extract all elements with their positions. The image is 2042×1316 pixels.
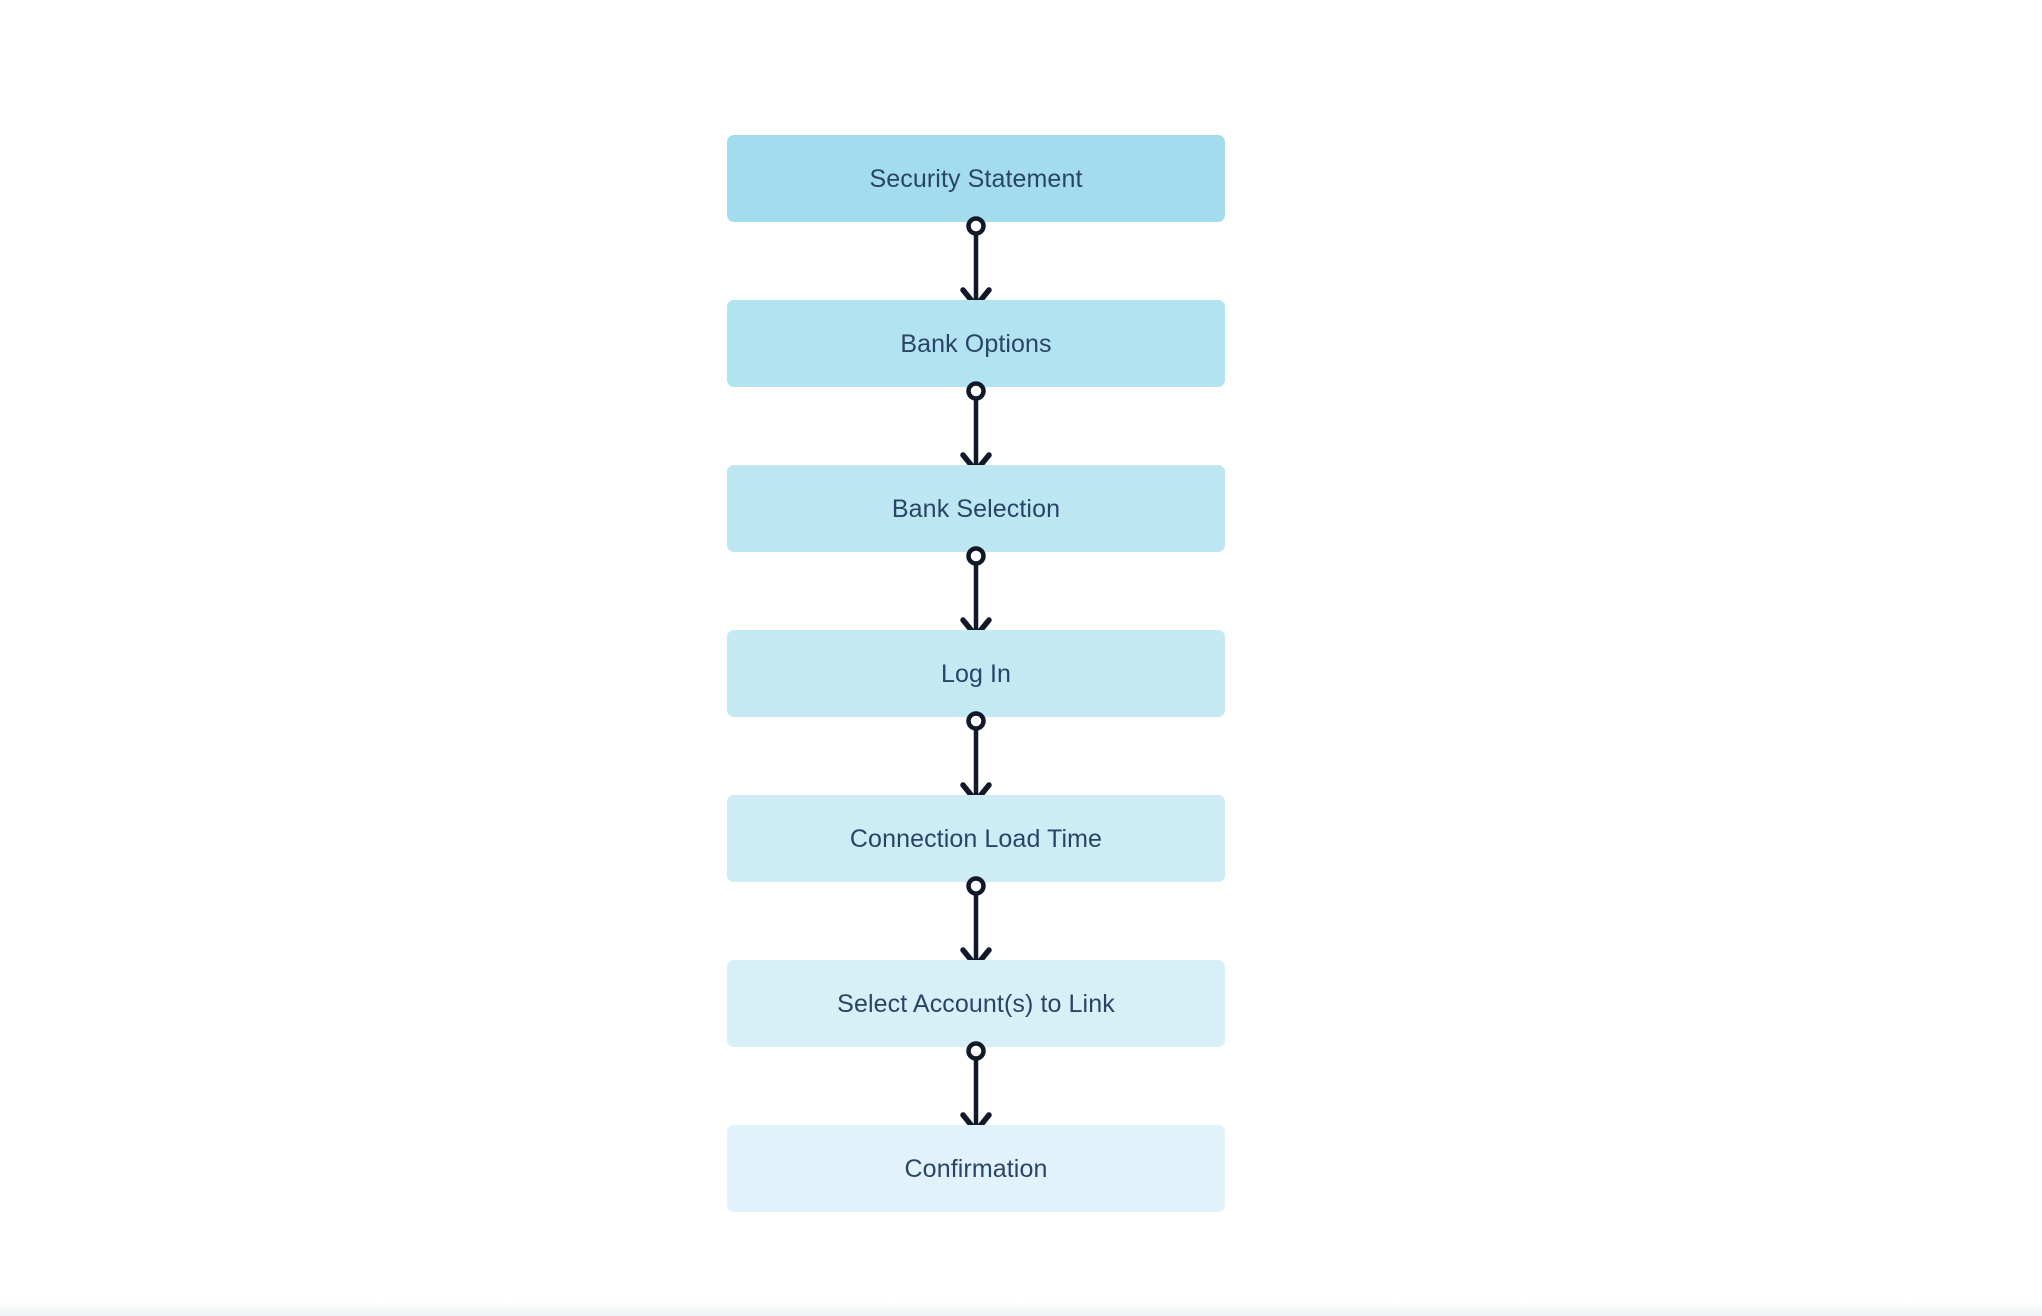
flow-node-label: Select Account(s) to Link bbox=[837, 989, 1115, 1018]
flowchart: Security Statement Bank Options Bank Sel… bbox=[727, 135, 1225, 1212]
connector-start-circle bbox=[966, 711, 986, 731]
flow-connector-2 bbox=[727, 381, 1225, 476]
connector-start-circle bbox=[966, 1041, 986, 1061]
flow-node-label: Log In bbox=[940, 659, 1012, 688]
flow-node-label: Security Statement bbox=[869, 164, 1083, 193]
connector-start-circle bbox=[966, 876, 986, 896]
bottom-edge-strip bbox=[0, 1302, 2042, 1316]
flow-node-security-statement[interactable]: Security Statement bbox=[727, 135, 1225, 222]
flow-connector-5 bbox=[727, 876, 1225, 971]
flow-node-bank-selection[interactable]: Bank Selection bbox=[727, 465, 1225, 552]
connector-start-circle bbox=[966, 546, 986, 566]
flow-node-label: Confirmation bbox=[904, 1154, 1048, 1183]
flow-connector-3 bbox=[727, 546, 1225, 641]
flow-node-bank-options[interactable]: Bank Options bbox=[727, 300, 1225, 387]
flow-connector-6 bbox=[727, 1041, 1225, 1136]
connector-start-circle bbox=[966, 381, 986, 401]
flow-node-select-accounts[interactable]: Select Account(s) to Link bbox=[727, 960, 1225, 1047]
flow-node-label: Connection Load Time bbox=[849, 824, 1103, 853]
flow-connector-4 bbox=[727, 711, 1225, 806]
flow-node-confirmation[interactable]: Confirmation bbox=[727, 1125, 1225, 1212]
flow-connector-1 bbox=[727, 216, 1225, 311]
flow-node-connection-load-time[interactable]: Connection Load Time bbox=[727, 795, 1225, 882]
connector-start-circle bbox=[966, 216, 986, 236]
flow-node-label: Bank Options bbox=[900, 329, 1052, 358]
flow-node-log-in[interactable]: Log In bbox=[727, 630, 1225, 717]
flow-node-label: Bank Selection bbox=[891, 494, 1061, 523]
